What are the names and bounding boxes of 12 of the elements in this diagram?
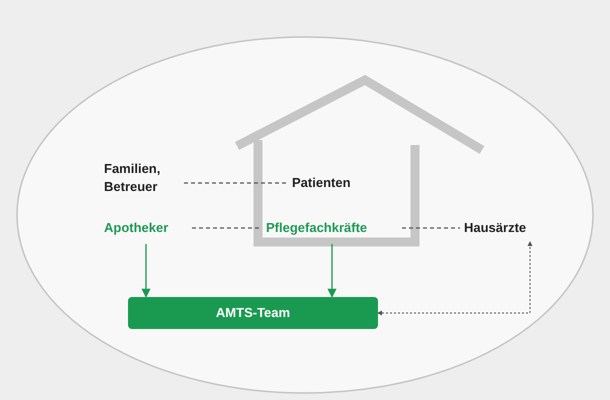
role-label: Pflegefachkräfte <box>266 218 398 238</box>
connector-line <box>184 182 288 184</box>
role-label: Patienten <box>292 173 372 193</box>
connector-line <box>192 227 262 229</box>
connector-line <box>402 227 460 229</box>
role-label: Apotheker <box>104 218 188 238</box>
arrow <box>327 244 337 298</box>
role-label: Familien, Betreuer <box>104 158 180 198</box>
role-label: Hausärzte <box>464 218 552 238</box>
arrow <box>141 244 151 298</box>
arrow <box>377 241 532 316</box>
team-box: AMTS-Team <box>128 297 378 329</box>
